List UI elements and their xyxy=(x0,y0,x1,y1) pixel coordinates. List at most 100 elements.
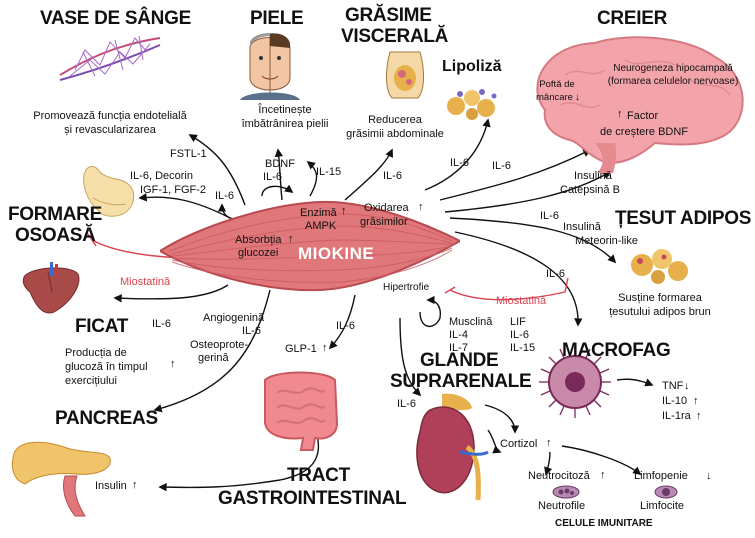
bdnf-factor-label-2: de creștere BDNF xyxy=(600,126,688,139)
tnf-label: TNF xyxy=(662,380,683,393)
pancreas-title: PANCREAS xyxy=(55,408,158,430)
glp1-label: GLP-1 xyxy=(285,343,317,356)
visceral-fat-desc-2: grăsimii abdominale xyxy=(330,128,460,141)
il1ra-label: IL-1ra xyxy=(662,410,691,423)
up-arrow-icon: ↑ xyxy=(288,233,294,246)
glucose-uptake-label: Absorbția xyxy=(235,234,281,247)
liver-desc: Producția de xyxy=(65,347,127,360)
osteoprotegerin-label-2: gerină xyxy=(198,352,229,365)
ampk-label: AMPK xyxy=(305,220,336,233)
arrow-skin-loop xyxy=(262,186,292,196)
up-arrow-icon: ↑ xyxy=(546,437,552,450)
gi-il6-label: IL-6 xyxy=(336,320,355,333)
skin-desc-2: îmbătrânirea pielii xyxy=(225,118,345,131)
visceral-fat-desc: Reducerea xyxy=(345,114,445,127)
pancreas-illustration xyxy=(5,428,115,520)
up-arrow-icon: ↑ xyxy=(170,358,176,371)
bone-il6-label: IL-6 xyxy=(215,190,234,203)
appetite-label-2: mâncare xyxy=(536,93,573,104)
face-illustration xyxy=(240,28,300,100)
middle-il6-label: IL-6 xyxy=(242,325,261,338)
blood-vessels-illustration xyxy=(55,30,165,85)
gi-title: TRACT xyxy=(287,465,350,487)
blood-vessels-desc: Promovează funcția endotelială xyxy=(10,110,210,123)
lipolysis-il6-label: IL-6 xyxy=(450,157,469,170)
bdnf-factor-label: Factor xyxy=(627,110,658,123)
neutrocytosis-label: Neutrocitoză xyxy=(528,470,590,483)
bone-title: FORMARE xyxy=(8,204,102,226)
osteoprotegerin-label: Osteoprote- xyxy=(190,339,248,352)
immune-cells-label: CELULE IMUNITARE xyxy=(555,518,653,530)
blood-vessels-title: VASE DE SÂNGE xyxy=(40,8,191,30)
adipose-illustration xyxy=(628,245,690,285)
up-arrow-icon: ↑ xyxy=(600,469,606,482)
igf-label: IGF-1, FGF-2 xyxy=(140,184,206,197)
myostatin-left-label: Miostatină xyxy=(120,276,170,289)
down-arrow-icon: ↓ xyxy=(706,470,712,483)
liver-title: FICAT xyxy=(75,316,128,338)
adrenal-title-2: SUPRARENALE xyxy=(390,371,531,393)
arrow-macrophage-out xyxy=(617,379,652,385)
appetite-label: Poftă de xyxy=(528,80,586,91)
adipose-desc-2: țesutului adipos brun xyxy=(590,306,730,319)
up-arrow-icon: ↑ xyxy=(132,479,138,492)
angiogenin-label: Angiogenină xyxy=(203,312,264,325)
down-arrow-icon: ↓ xyxy=(684,380,690,393)
visceral-fat-illustration xyxy=(380,50,430,100)
neurogenesis-label: Neurogeneza hipocampală xyxy=(598,63,748,75)
adrenal-il6-label: IL-6 xyxy=(397,398,416,411)
brain-illustration xyxy=(525,35,750,175)
decorin-label: IL-6, Decorin xyxy=(130,170,193,183)
adipose-title: ȚESUT ADIPOS xyxy=(615,208,751,230)
musclin-label: Musclină xyxy=(449,316,492,329)
lymphocytes-label: Limfocite xyxy=(640,500,684,513)
center-title: MIOKINE xyxy=(298,244,374,264)
gi-title-2: GASTROINTESTINAL xyxy=(218,488,406,510)
gi-tract-illustration xyxy=(255,368,345,453)
macrophage-il6-label: IL-6 xyxy=(546,268,565,281)
up-arrow-icon: ↑ xyxy=(322,342,328,355)
up-arrow-icon: ↑ xyxy=(418,201,424,214)
skin-title: PIELE xyxy=(250,8,303,30)
liver-illustration xyxy=(20,262,82,317)
visceral-fat-title: GRĂSIME xyxy=(345,5,432,27)
myostatin-right-label: Miostatină xyxy=(496,295,546,308)
il6-muscle-label: IL-6 xyxy=(510,329,529,342)
il4-label: IL-4 xyxy=(449,329,468,342)
enzyme-label: Enzimă xyxy=(300,207,337,220)
neurogenesis-label-2: (formarea celulelor nervoase) xyxy=(598,76,748,88)
fat-oxidation-label-2: grăsimilor xyxy=(360,216,408,229)
up-arrow-icon: ↑ xyxy=(341,205,347,218)
hypertrophy-label: Hipertrofie xyxy=(383,282,429,294)
il15-muscle-label: IL-15 xyxy=(510,342,535,355)
blood-vessels-desc-2: și revascularizarea xyxy=(10,124,210,137)
il15-label: IL-15 xyxy=(316,166,341,179)
cathepsin-label: Catepsină B xyxy=(560,184,620,197)
up-arrow-icon: ↑ xyxy=(696,410,702,423)
liver-desc-2: glucoză în timpul xyxy=(65,361,148,374)
lipolysis-illustration xyxy=(442,84,502,124)
neutrophils-label: Neutrofile xyxy=(538,500,585,513)
adipose-insulin-label: Insulină xyxy=(563,221,601,234)
arrow-muscle-loop xyxy=(420,300,440,326)
adipose-desc: Susține formarea xyxy=(600,292,720,305)
lymphocyte-illustration xyxy=(654,485,678,499)
macrophage-title: MACROFAG xyxy=(562,340,670,362)
up-arrow-icon: ↑ xyxy=(617,108,623,121)
brain-title: CREIER xyxy=(597,8,667,30)
lipolysis-title: Lipoliză xyxy=(442,58,502,76)
fstl1-label: FSTL-1 xyxy=(170,148,207,161)
liver-il6-label: IL-6 xyxy=(152,318,171,331)
neutrophil-illustration xyxy=(552,485,580,499)
cortisol-label: Cortizol xyxy=(500,438,537,451)
down-arrow-icon: ↓ xyxy=(575,92,580,104)
visceral-fat-title-2: VISCERALĂ xyxy=(341,26,448,48)
visceral-il6-label: IL-6 xyxy=(383,170,402,183)
adrenal-illustration xyxy=(412,392,492,502)
adipose-il6-label: IL-6 xyxy=(540,210,559,223)
glucose-uptake-label-2: glucozei xyxy=(238,247,278,260)
lif-label: LIF xyxy=(510,316,526,329)
fat-oxidation-label: Oxidarea xyxy=(364,202,409,215)
bone-title-2: OSOASĂ xyxy=(15,225,96,247)
skin-il6-label: IL-6 xyxy=(263,171,282,184)
